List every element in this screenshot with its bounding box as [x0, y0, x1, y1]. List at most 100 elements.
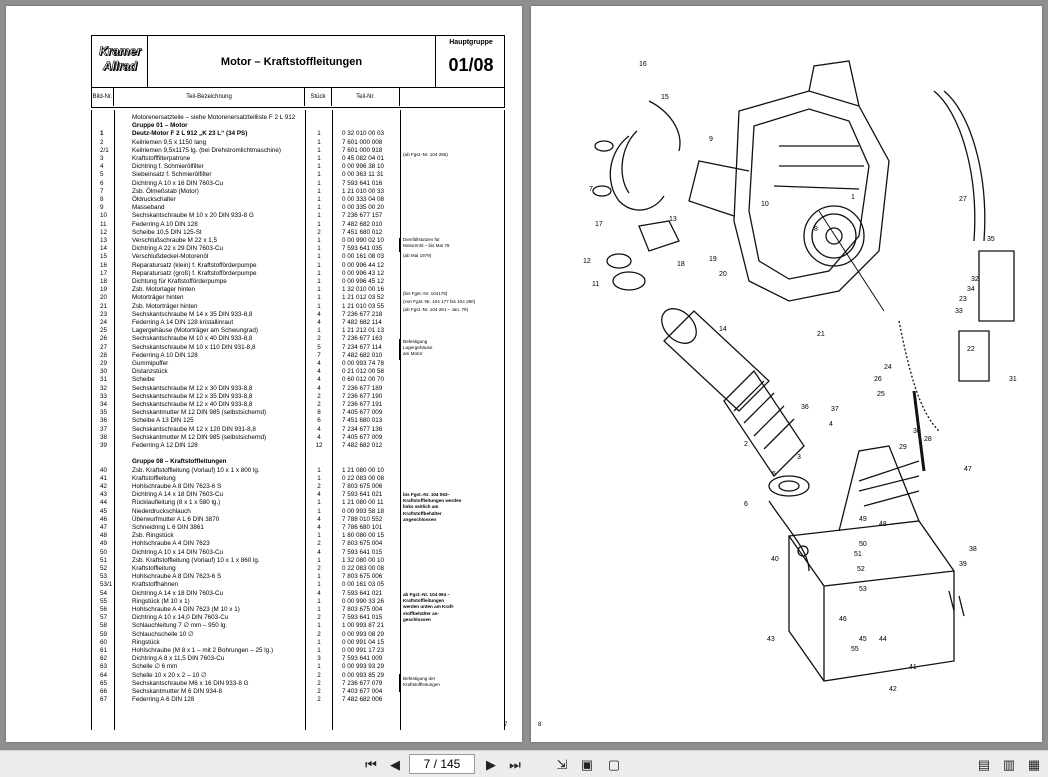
cell-pos: 56 — [100, 606, 108, 613]
cell-desc: Zsb. Motorlager hinten — [132, 286, 195, 294]
cell-desc: Hohlschraube A 4 DIN 7623 — [132, 540, 210, 548]
cell-qty: 2 — [317, 483, 321, 490]
two-page-view-button[interactable]: ▥ — [1000, 754, 1018, 775]
cell-desc: Verschlußschraube M 22 x 1,5 — [132, 237, 218, 244]
cell-part: 7 803 675 006 — [342, 483, 383, 490]
cell-desc: Federring A 12 DIN 128 — [132, 442, 198, 449]
cell-qty: 1 — [317, 663, 321, 671]
column-header: Bild-Nr. Teil-Bezeichnung Stück Teil-Nr. — [91, 88, 505, 108]
cell-qty: 5 — [317, 343, 321, 351]
cell-part: 7 786 680 101 — [342, 524, 383, 531]
hauptgruppe-value: 01/08 — [448, 55, 494, 75]
cell-qty: 1 — [317, 237, 321, 244]
cell-desc: Gruppe 01 – Motor — [132, 122, 188, 130]
cell-pos: 39 — [100, 442, 108, 449]
callout-number: 21 — [817, 331, 825, 338]
cell-part: 7 236 677 189 — [342, 384, 383, 392]
fit-page-button[interactable]: ▣ — [577, 754, 597, 775]
cell-pos: 26 — [100, 335, 108, 343]
cell-desc: Zsb. Ölmeßstab (Motor) — [132, 187, 199, 195]
callout-number: 51 — [854, 551, 862, 558]
cell-part: 0 00 161 08 03 — [342, 253, 385, 261]
callout-number: 48 — [879, 521, 887, 528]
cell-qty: 1 — [317, 474, 321, 482]
cell-qty: 1 — [317, 466, 321, 474]
cell-part: 1 80 080 00 15 — [342, 532, 385, 540]
cell-desc: Zsb. Motorträger hinten — [132, 302, 198, 310]
cell-pos: 58 — [100, 622, 108, 630]
col-bemerkung — [400, 88, 504, 106]
callout-number: 41 — [909, 664, 917, 671]
cell-desc: Sechskantmutter M 12 DIN 985 (selbstsich… — [132, 433, 267, 441]
cell-qty: 12 — [315, 442, 323, 449]
callout-number: 18 — [677, 261, 685, 268]
cell-desc: Schlauchleitung 7 ∅ mm – 950 lg. — [132, 622, 228, 630]
zoom-button[interactable]: ⇲ — [553, 754, 571, 775]
cell-qty: 1 — [317, 138, 321, 146]
cell-part: 1 32 080 00 10 — [342, 556, 385, 564]
cell-qty: 2 — [317, 688, 321, 695]
note: (von Fgst.-Nr. 104 177 bis 104 260) — [403, 299, 476, 304]
callout-number: 28 — [924, 436, 932, 443]
cell-qty: 1 — [317, 294, 321, 302]
cell-desc: Schlauchschelle 10 ∅ — [132, 630, 194, 638]
cell-desc: Motorenersatzteile – siehe Motorenersatz… — [132, 114, 296, 121]
document-viewer[interactable]: Kramer Allrad Motor – Kraftstoffleitunge… — [0, 0, 1048, 750]
first-page-button[interactable]: ⏮ — [361, 754, 381, 775]
cell-qty: 1 — [317, 573, 321, 581]
cell-part: 7 601 000 008 — [342, 138, 383, 146]
cell-desc: Masseband — [132, 204, 165, 212]
next-page-button[interactable]: ▶ — [482, 754, 500, 775]
grid-view-button[interactable]: ▦ — [1024, 754, 1044, 775]
cell-part: 7 482 682 006 — [342, 696, 383, 704]
cell-pos: 17 — [100, 269, 108, 277]
cell-qty: 4 — [317, 319, 321, 326]
previous-page-button[interactable]: ◀ — [386, 754, 404, 775]
cell-desc: Sechskantschraube M 12 x 30 DIN 933-8,8 — [132, 384, 253, 392]
fit-width-button[interactable]: ▢ — [604, 754, 624, 775]
cell-pos: 13 — [100, 237, 108, 244]
cell-qty: 4 — [317, 433, 321, 441]
cell-pos: 21 — [100, 302, 108, 310]
cell-pos: 59 — [100, 630, 108, 638]
callout-number: 17 — [595, 221, 603, 228]
cell-part: 7 601 000 918 — [342, 146, 383, 154]
chevron-left-icon: ◀ — [390, 756, 400, 772]
cell-part: 0 22 083 00 08 — [342, 565, 385, 572]
cell-pos: 3 — [100, 155, 104, 162]
single-page-view-button[interactable]: ▤ — [975, 754, 993, 775]
cell-desc: Schelle ∅ 6 mm — [132, 663, 178, 671]
cell-pos: 19 — [100, 286, 108, 294]
callout-number: 43 — [767, 636, 775, 643]
cell-part: 7 482 682 114 — [342, 319, 382, 326]
cell-part: 7 451 680 013 — [342, 417, 383, 425]
cell-part: 0 00 363 11 31 — [342, 171, 384, 179]
page-number: 8 — [538, 722, 542, 728]
cell-qty: 4 — [317, 589, 321, 597]
callout-number: 13 — [669, 216, 677, 223]
cell-part: 0 00 996 45 12 — [342, 278, 385, 285]
cell-qty: 4 — [317, 360, 321, 367]
cell-part: 0 00 993 08 29 — [342, 630, 385, 638]
cell-qty: 1 — [317, 261, 321, 269]
last-page-button[interactable]: ⏭ — [505, 754, 525, 775]
page-number-input[interactable]: 7 / 145 — [409, 754, 475, 774]
callout-number: 16 — [639, 61, 647, 68]
cell-qty: 1 — [317, 638, 321, 646]
